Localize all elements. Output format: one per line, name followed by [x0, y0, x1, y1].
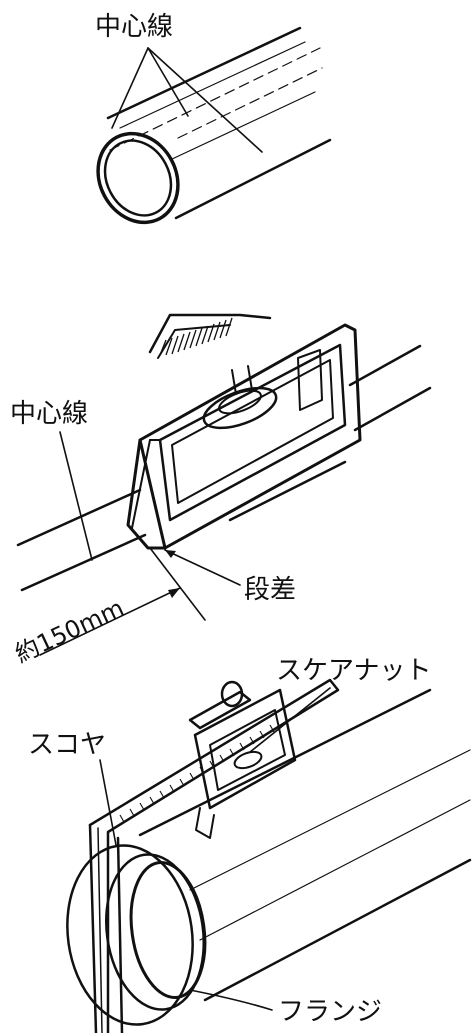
pipe-body-2: [16, 344, 432, 592]
knurled-part: [148, 313, 272, 359]
center-line-dashed: [177, 67, 323, 139]
distance-dimension: [39, 547, 206, 656]
pipe-end-inner: [103, 139, 173, 217]
pointer-line: [147, 47, 263, 153]
figure-2-jig: 中心線 段差 約150mm: [10, 313, 432, 669]
pointer-line: [111, 47, 149, 129]
bolt: [231, 365, 253, 395]
flange-label: フランジ: [278, 997, 382, 1027]
center-line-dashed: [109, 47, 321, 151]
center-line-label-2: 中心線: [10, 399, 88, 429]
center-line-label-1: 中心線: [95, 12, 173, 42]
pointer-line: [147, 47, 189, 117]
washer: [202, 386, 278, 430]
pipe-end-outer: [96, 131, 180, 225]
step-pointer: [164, 549, 241, 586]
flange: [66, 844, 207, 1026]
jig-frame: [126, 323, 362, 550]
square-label: スコヤ: [28, 730, 106, 760]
distance-label: 約150mm: [11, 594, 128, 669]
pipe-body: [96, 26, 332, 225]
square-nut: [220, 680, 244, 708]
step-label: 段差: [244, 575, 296, 605]
figure-1-pipe: 中心線: [95, 12, 332, 225]
center-line-pointer: [59, 431, 93, 561]
figure-3-flange: スケアナット スコヤ フランジ: [28, 656, 472, 1033]
square-nut-label: スケアナット: [276, 656, 431, 686]
flange-pointer: [189, 989, 273, 1011]
jig-with-nut: [188, 680, 297, 839]
pipe-body-3: [138, 688, 472, 1002]
square-nut-pointer: [249, 687, 331, 753]
square-pointer: [99, 759, 117, 846]
square-tool: [88, 678, 340, 1033]
